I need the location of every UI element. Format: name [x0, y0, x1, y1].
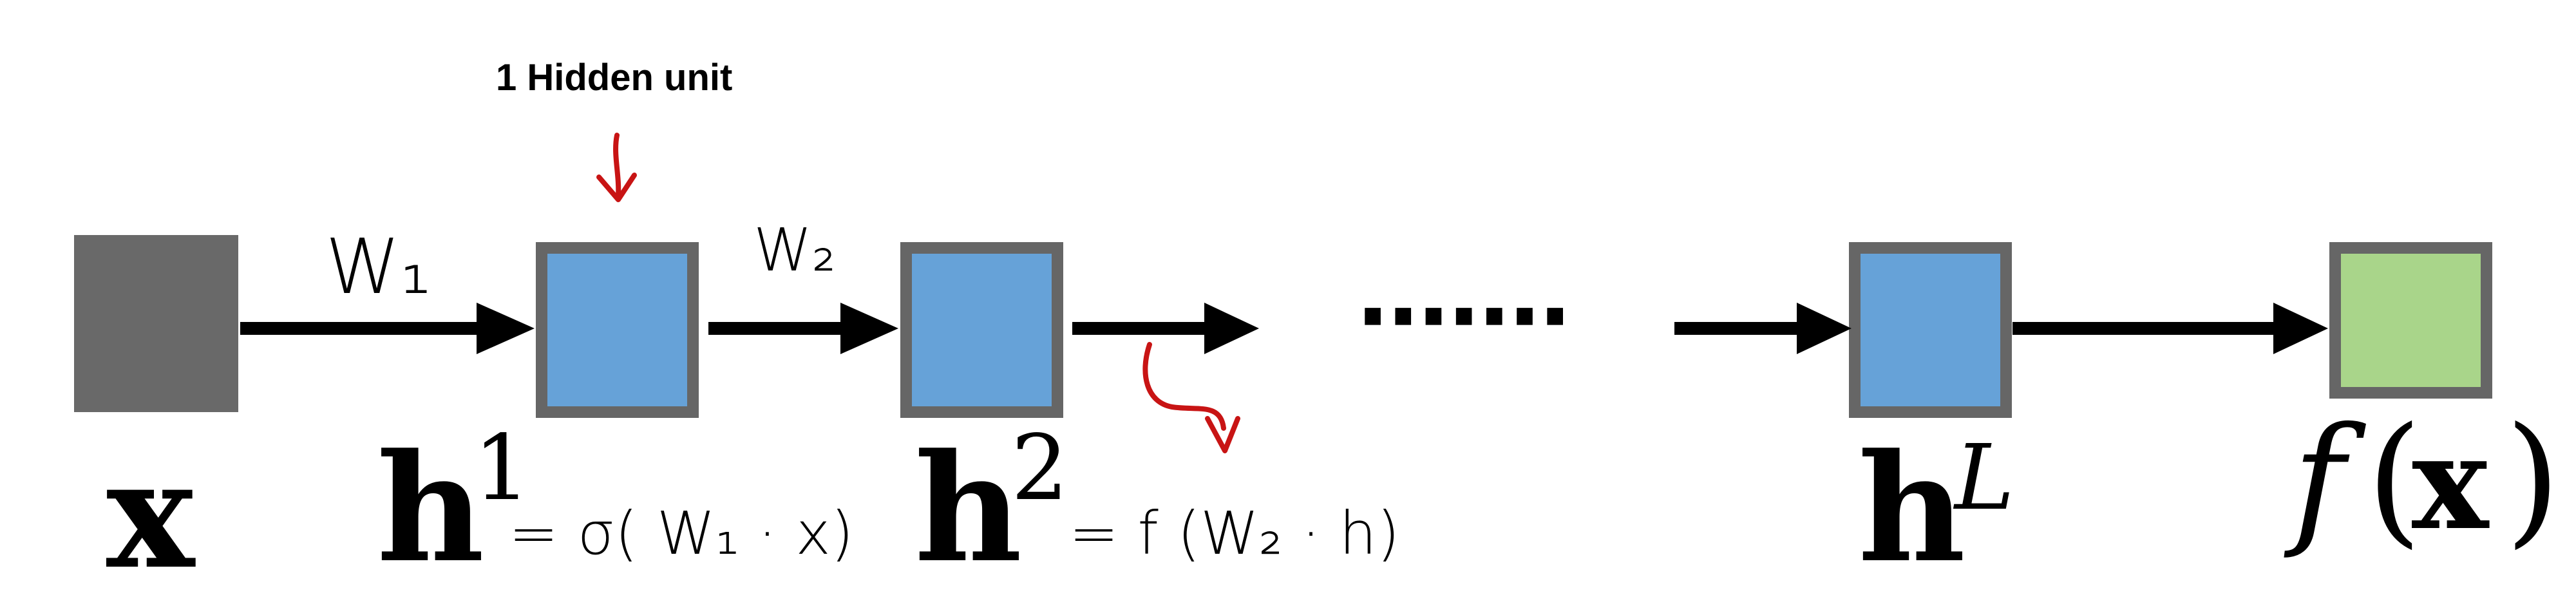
label-output-close-paren: )	[2505, 397, 2561, 562]
arrowhead-h1-to-h2	[840, 303, 898, 354]
label-h1-superscript: 1	[473, 416, 531, 521]
label-x: x	[106, 428, 196, 602]
arrowhead-x-to-h1	[477, 303, 535, 354]
arrowhead-h2-out	[1204, 303, 1259, 354]
arrowhead-hL-to-output	[2273, 303, 2328, 354]
annotation-text: 1 Hidden unit	[496, 57, 732, 99]
arrows	[240, 303, 2328, 354]
label-hL-superscript: L	[1953, 426, 2014, 531]
label-output-x: x	[2412, 408, 2490, 559]
arrowhead-into-hL	[1797, 303, 1852, 354]
label-output-open-paren: (	[2367, 397, 2422, 562]
label-output-f: f	[2284, 397, 2366, 562]
input-node	[74, 235, 238, 412]
equation-h1: = σ( W₁ · x)	[509, 499, 854, 568]
annotation-arrow-curved	[1142, 342, 1240, 453]
edge-label-w1: W₁	[325, 222, 431, 311]
hidden-node-2	[900, 242, 1063, 418]
output-node	[2329, 242, 2492, 399]
hidden-node-1	[536, 242, 699, 418]
ellipsis: ·······	[1356, 265, 1568, 370]
equation-h2: = f (W₂ · h)	[1069, 499, 1400, 568]
label-h1: h	[377, 422, 484, 596]
label-h2: h	[914, 422, 1022, 596]
annotation-arrow-down	[596, 133, 637, 202]
label-hL: h	[1858, 422, 1965, 596]
edge-label-w2: W₂	[753, 216, 836, 285]
label-output-fx: f ( x )	[2284, 397, 2561, 562]
hidden-node-L	[1849, 242, 2012, 418]
label-h2-superscript: 2	[1011, 416, 1068, 521]
